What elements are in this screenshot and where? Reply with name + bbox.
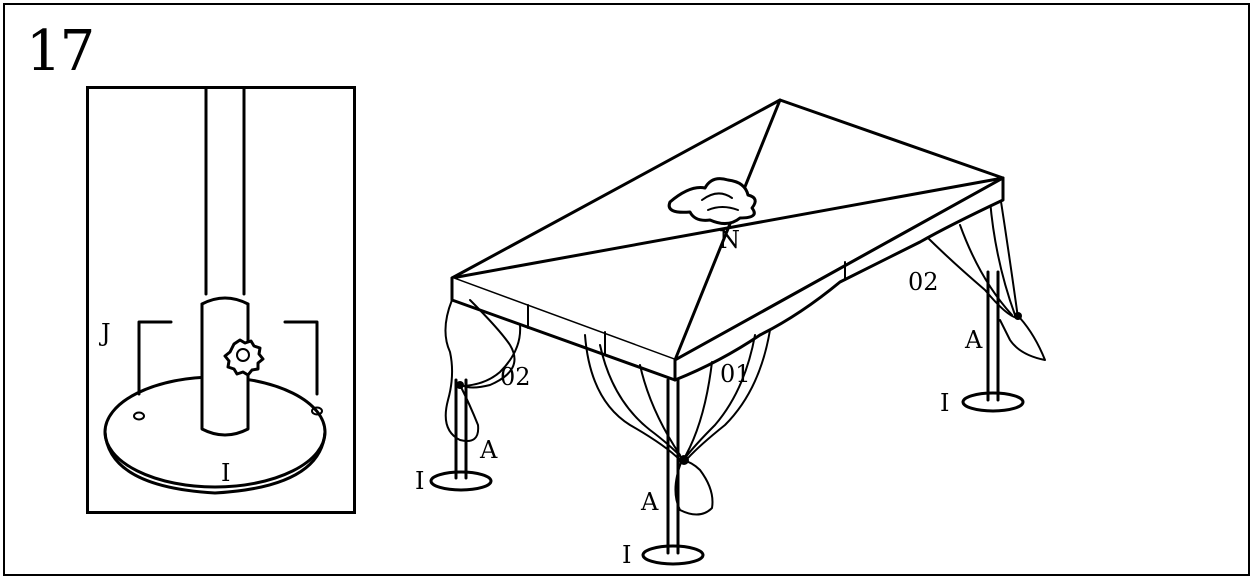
detail-inset: J I [86,86,356,514]
canopy [450,98,1005,382]
bolt-hole-right [311,406,323,416]
tie-knot-front [679,455,689,465]
rear-right-corner [924,194,1046,413]
label-a-right: A [964,326,983,354]
front-corner [584,329,771,566]
leg-front [666,378,680,555]
label-01: 01 [720,360,751,388]
label-a-left: A [479,436,498,464]
curtain-left-fold [444,299,480,442]
step-number: 17 [26,19,95,84]
label-j: J [98,319,111,347]
locking-knob [223,338,265,377]
curtain-front-drape-right [684,329,771,459]
curtain-front-gather [674,459,714,516]
tie-knot-left [456,381,464,389]
label-a-front: A [640,488,659,516]
top-cap-folds [701,192,739,211]
bolt-hole-left [133,411,145,421]
canopy-ridges [450,98,1005,362]
label-i-left: I [415,467,424,495]
valance-seams [527,261,846,356]
curtain-right-drape [959,194,1019,319]
base-plate-right [961,391,1025,413]
label-n: N [719,226,740,254]
curtain-front-drape-left [584,334,683,461]
top-cap [667,177,757,225]
base-plate-left [429,470,493,492]
upright-pole [204,89,246,296]
pole-base-detail-drawing: J I [98,89,327,495]
sleeve-top-edge [200,296,250,306]
label-02-left: 02 [500,363,531,391]
valance-side [673,176,1005,382]
label-02-right: 02 [908,268,939,296]
tie-knot-right [1014,312,1022,320]
step-panel [3,3,1250,576]
base-plate-front [641,544,705,566]
base-plate-rim [103,430,327,495]
front-left-corner [429,299,522,492]
label-i-base: I [221,459,230,487]
base-sleeve [200,304,250,437]
j-bracket-right [283,320,319,396]
label-i-right: I [940,389,949,417]
curtain-right-fold [924,234,1046,361]
j-bracket-left [137,320,173,396]
curtain-left-drape [461,299,522,389]
label-i-front: I [622,541,631,569]
